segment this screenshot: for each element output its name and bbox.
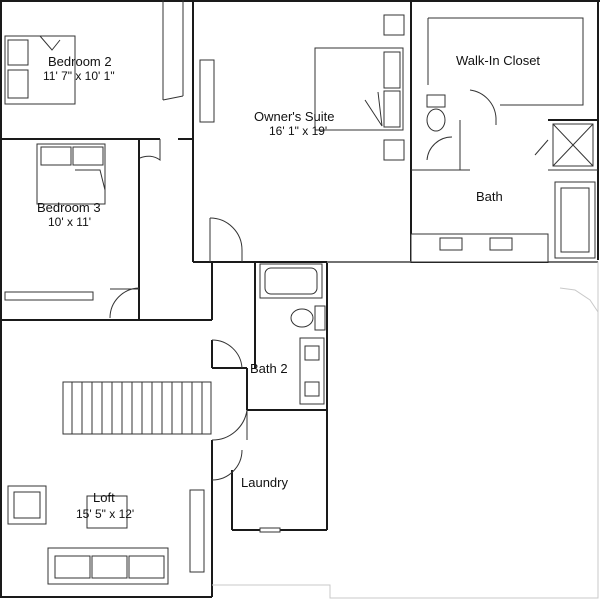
console-icon [189,489,205,573]
window-icon [259,527,281,533]
room-name-loft: Loft [93,490,115,505]
room-dims-loft: 15' 5" x 12' [76,507,134,521]
stairs-icon [62,381,212,435]
room-labels: Bedroom 2 11' 7" x 10' 1" Owner's Suite … [37,53,540,521]
coffee-table-icon [86,495,128,529]
tub-icon [259,263,323,299]
room-name-bedroom-2: Bedroom 2 [48,54,112,69]
shower-icon [552,123,594,167]
shelf-icon [4,291,94,301]
room-name-bath-2: Bath 2 [250,361,288,376]
room-dims-bedroom-3: 10' x 11' [48,215,91,229]
sofa-icon [47,547,169,585]
toilet-icon [290,305,326,331]
room-name-bath: Bath [476,189,503,204]
nightstand-icon [383,14,405,36]
room-name-bedroom-3: Bedroom 3 [37,200,101,215]
tub-icon [554,181,596,259]
nightstand-icon [383,139,405,161]
furniture [4,14,596,585]
room-dims-bedroom-2: 11' 7" x 10' 1" [43,69,115,83]
room-dims-owners-suite: 16' 1" x 19' [269,124,327,138]
toilet-icon [426,94,446,132]
armchair-icon [7,485,47,525]
room-name-walk-in-closet: Walk-In Closet [456,53,540,68]
vanity-icon [299,337,325,405]
bed-icon [36,143,106,205]
bed-icon [314,47,404,131]
room-name-laundry: Laundry [241,475,288,490]
room-name-owners-suite: Owner's Suite [254,109,335,124]
doors [109,89,549,481]
dresser-icon [199,59,215,123]
bed-icon [4,35,76,105]
vanity-icon [410,233,549,263]
